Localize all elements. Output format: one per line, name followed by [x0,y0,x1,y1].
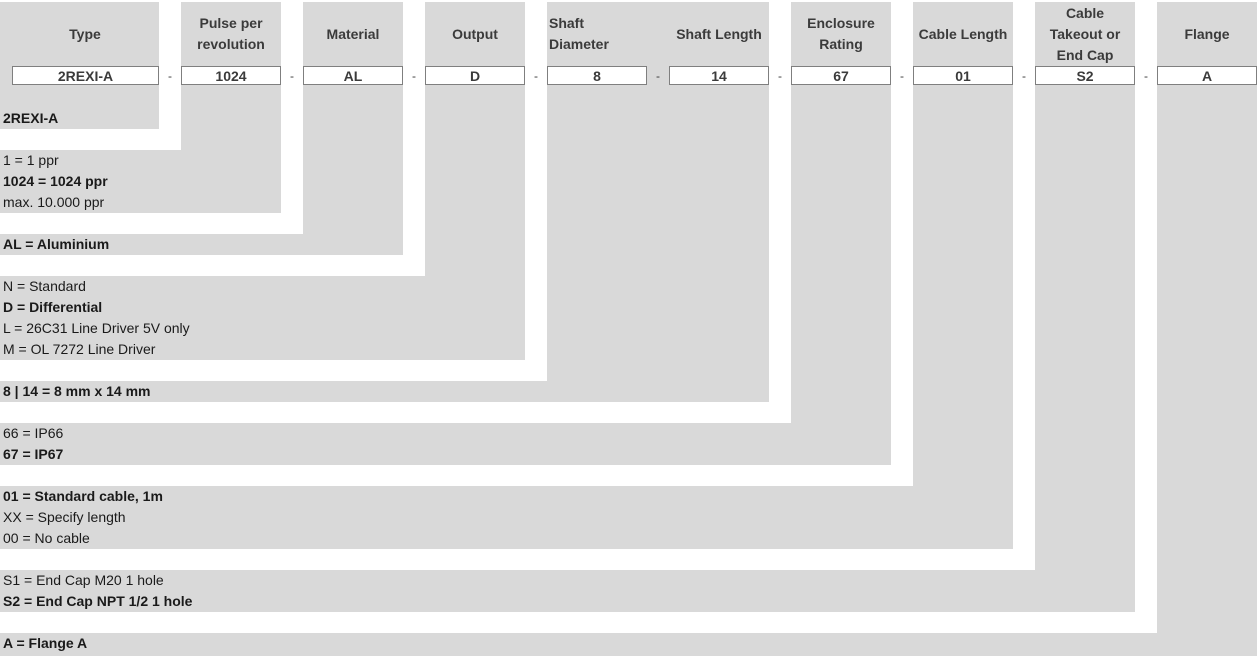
header-flange: Flange [1184,25,1230,42]
code-enclosure: 67 [791,66,891,85]
separator-dash: - [1144,69,1148,83]
code-shaft-diameter: 8 [547,66,647,85]
separator-dash: - [778,69,782,83]
separator-dash: - [1022,69,1026,83]
separator-dash: - [900,69,904,83]
header-enclosure: Enclosure Rating [807,15,875,52]
option-line: M = OL 7272 Line Driver [3,341,156,357]
option-line: S2 = End Cap NPT 1/2 1 hole [3,593,193,609]
panel-cable-length [913,2,1013,549]
header-output: Output [452,25,498,42]
option-line: S1 = End Cap M20 1 hole [3,572,164,588]
option-line: 8 | 14 = 8 mm x 14 mm [3,383,151,399]
code-flange: A [1157,66,1257,85]
header-shaft-length: Shaft Length [676,25,762,42]
option-line: A = Flange A [3,635,88,651]
code-type: 2REXI-A [12,66,159,85]
option-line: AL = Aluminium [3,236,110,252]
option-line: N = Standard [3,278,86,294]
band-shaft [0,381,769,402]
header-shaft-diameter: Shaft Diameter [549,15,609,52]
option-line: D = Differential [3,299,103,315]
option-line: 1024 = 1024 ppr [3,173,108,189]
options-shaft: 8 | 14 = 8 mm x 14 mm [3,381,151,402]
option-line: 66 = IP66 [3,425,64,441]
band-cable-length [0,486,1013,549]
option-line: 1 = 1 ppr [3,152,59,168]
band-enclosure [0,423,891,465]
options-cable-length: 01 = Standard cable, 1m XX = Specify leng… [3,486,163,549]
options-cable-takeout: S1 = End Cap M20 1 hole S2 = End Cap NPT … [3,570,192,612]
panel-material [303,2,403,255]
options-flange: A = Flange A [3,633,87,654]
header-pulse: Pulse per revolution [197,15,265,52]
code-shaft-length: 14 [669,66,769,85]
header-cable-length: Cable Length [918,25,1008,42]
separator-dash: - [168,69,172,83]
panel-type [0,2,159,129]
header-material: Material [326,25,380,42]
separator-dash: - [412,69,416,83]
options-material: AL = Aluminium [3,234,109,255]
panel-cable-takeout [1035,2,1135,612]
option-line: 00 = No cable [3,530,90,546]
option-line: 01 = Standard cable, 1m [3,488,163,504]
separator-dash: - [290,69,294,83]
option-line: L = 26C31 Line Driver 5V only [3,320,190,336]
band-type [0,108,159,129]
option-line: 2REXI-A [3,110,59,126]
code-material: AL [303,66,403,85]
code-cable-length: 01 [913,66,1013,85]
band-flange [0,633,1257,656]
separator-dash: - [656,69,660,83]
separator-dash: - [534,69,538,83]
band-output [0,276,525,360]
option-line: XX = Specify length [3,509,126,525]
header-cable-takeout: Cable Takeout or End Cap [1049,4,1121,63]
option-line: 67 = IP67 [3,446,64,462]
header-type: Type [69,25,101,42]
panel-flange [1157,2,1257,656]
code-cable-takeout: S2 [1035,66,1135,85]
option-line: max. 10.000 ppr [3,194,105,210]
code-output: D [425,66,525,85]
band-pulse [0,150,281,213]
band-material [0,234,403,255]
options-output: N = Standard D = Differential L = 26C31 Li… [3,276,190,360]
options-pulse: 1 = 1 ppr 1024 = 1024 ppr max. 10.000 ppr [3,150,108,213]
code-pulse: 1024 [181,66,281,85]
options-enclosure: 66 = IP66 67 = IP67 [3,423,63,465]
options-type: 2REXI-A [3,108,58,129]
band-cable-takeout [0,570,1135,612]
